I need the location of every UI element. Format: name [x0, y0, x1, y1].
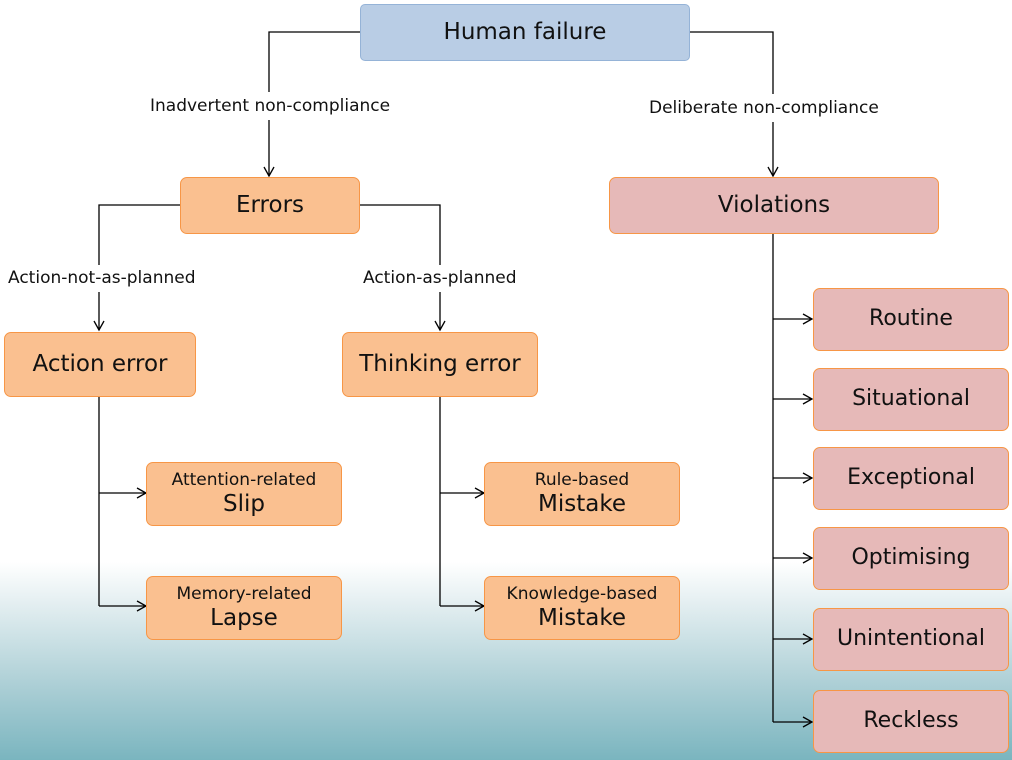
knowledge-based-sub-label: Knowledge-based [506, 583, 658, 604]
violation-exceptional-label: Exceptional [847, 465, 975, 491]
thinking-error-node: Thinking error [342, 332, 538, 397]
errors-label: Errors [235, 191, 305, 218]
root-node-label: Human failure [443, 18, 607, 45]
connector-root-right [690, 31, 774, 94]
lapse-node: Memory-related Lapse [146, 576, 342, 640]
violation-optimising-label: Optimising [851, 545, 971, 571]
violation-reckless-node: Reckless [813, 690, 1009, 753]
violation-reckless-label: Reckless [863, 708, 959, 734]
violation-routine-label: Routine [869, 306, 953, 332]
knowledge-based-mistake-node: Knowledge-based Mistake [484, 576, 680, 640]
action-error-node: Action error [4, 332, 196, 397]
violation-routine-node: Routine [813, 288, 1009, 351]
slip-main-label: Slip [223, 491, 265, 518]
rule-based-main-label: Mistake [538, 491, 626, 518]
violation-situational-label: Situational [852, 386, 970, 412]
branch-label-deliberate: Deliberate non-compliance [649, 98, 879, 118]
branch-label-action-as-planned: Action-as-planned [363, 268, 517, 288]
action-error-label: Action error [32, 350, 168, 377]
errors-node: Errors [180, 177, 360, 234]
connector-errors-left [98, 204, 180, 265]
violation-situational-node: Situational [813, 368, 1009, 431]
lapse-sub-label: Memory-related [176, 583, 312, 604]
knowledge-based-main-label: Mistake [538, 605, 626, 632]
branch-label-inadvertent: Inadvertent non-compliance [150, 96, 391, 116]
violation-optimising-node: Optimising [813, 527, 1009, 590]
violation-exceptional-node: Exceptional [813, 447, 1009, 510]
violations-label: Violations [717, 191, 831, 218]
violations-node: Violations [609, 177, 939, 234]
root-node-human-failure: Human failure [360, 4, 690, 61]
rule-based-mistake-node: Rule-based Mistake [484, 462, 680, 526]
violation-unintentional-node: Unintentional [813, 608, 1009, 671]
branch-label-action-not-as-planned: Action-not-as-planned [8, 268, 196, 288]
lapse-main-label: Lapse [210, 605, 278, 632]
violation-unintentional-label: Unintentional [837, 626, 985, 652]
connector-errors-right [360, 204, 441, 265]
slip-sub-label: Attention-related [171, 469, 317, 490]
rule-based-sub-label: Rule-based [534, 469, 630, 490]
thinking-error-label: Thinking error [359, 350, 521, 377]
connector-root-left [268, 31, 360, 92]
slip-node: Attention-related Slip [146, 462, 342, 526]
